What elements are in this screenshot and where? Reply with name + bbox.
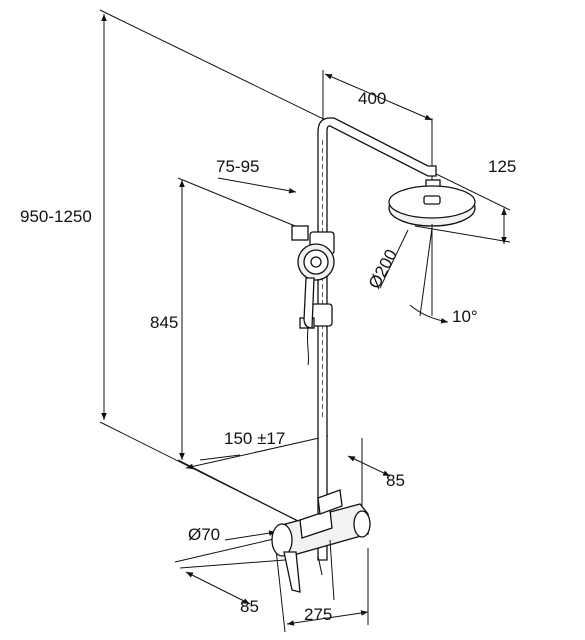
dim-line-inlet-spacing <box>185 434 329 470</box>
label-holder-height: 845 <box>150 313 178 332</box>
riser-pipe <box>317 117 437 561</box>
dimension-labels: 400 125 75-95 950-1250 845 Ø200 10° 150 … <box>20 89 516 624</box>
label-holder-range: 75-95 <box>216 157 259 176</box>
label-head-tilt: 10° <box>452 307 478 326</box>
label-head-drop: 125 <box>488 157 516 176</box>
label-total-height: 950-1250 <box>20 207 92 226</box>
label-inlet-spacing: 150 ±17 <box>224 429 285 448</box>
dim-line-valve-depth <box>347 455 391 477</box>
label-arm-length: 400 <box>358 89 386 108</box>
dim-line-holder-range <box>217 177 297 194</box>
dim-line-arm-length <box>324 73 433 121</box>
label-handle-diameter: Ø70 <box>188 525 220 544</box>
extension-lines <box>99 9 511 633</box>
hand-shower <box>297 243 335 366</box>
dim-arc-head-tilt <box>409 304 449 324</box>
label-head-diameter: Ø200 <box>365 246 401 292</box>
overhead-shower-head <box>388 179 476 317</box>
dimension-lines <box>101 14 507 626</box>
mixer-body <box>271 489 371 601</box>
dim-line-handle-diameter <box>224 530 277 541</box>
label-mount-depth: 85 <box>240 597 259 616</box>
dim-line-mount-depth <box>185 571 251 605</box>
label-body-width: 275 <box>304 605 332 624</box>
label-valve-depth: 85 <box>386 471 405 490</box>
dim-line-body-width <box>286 610 369 626</box>
